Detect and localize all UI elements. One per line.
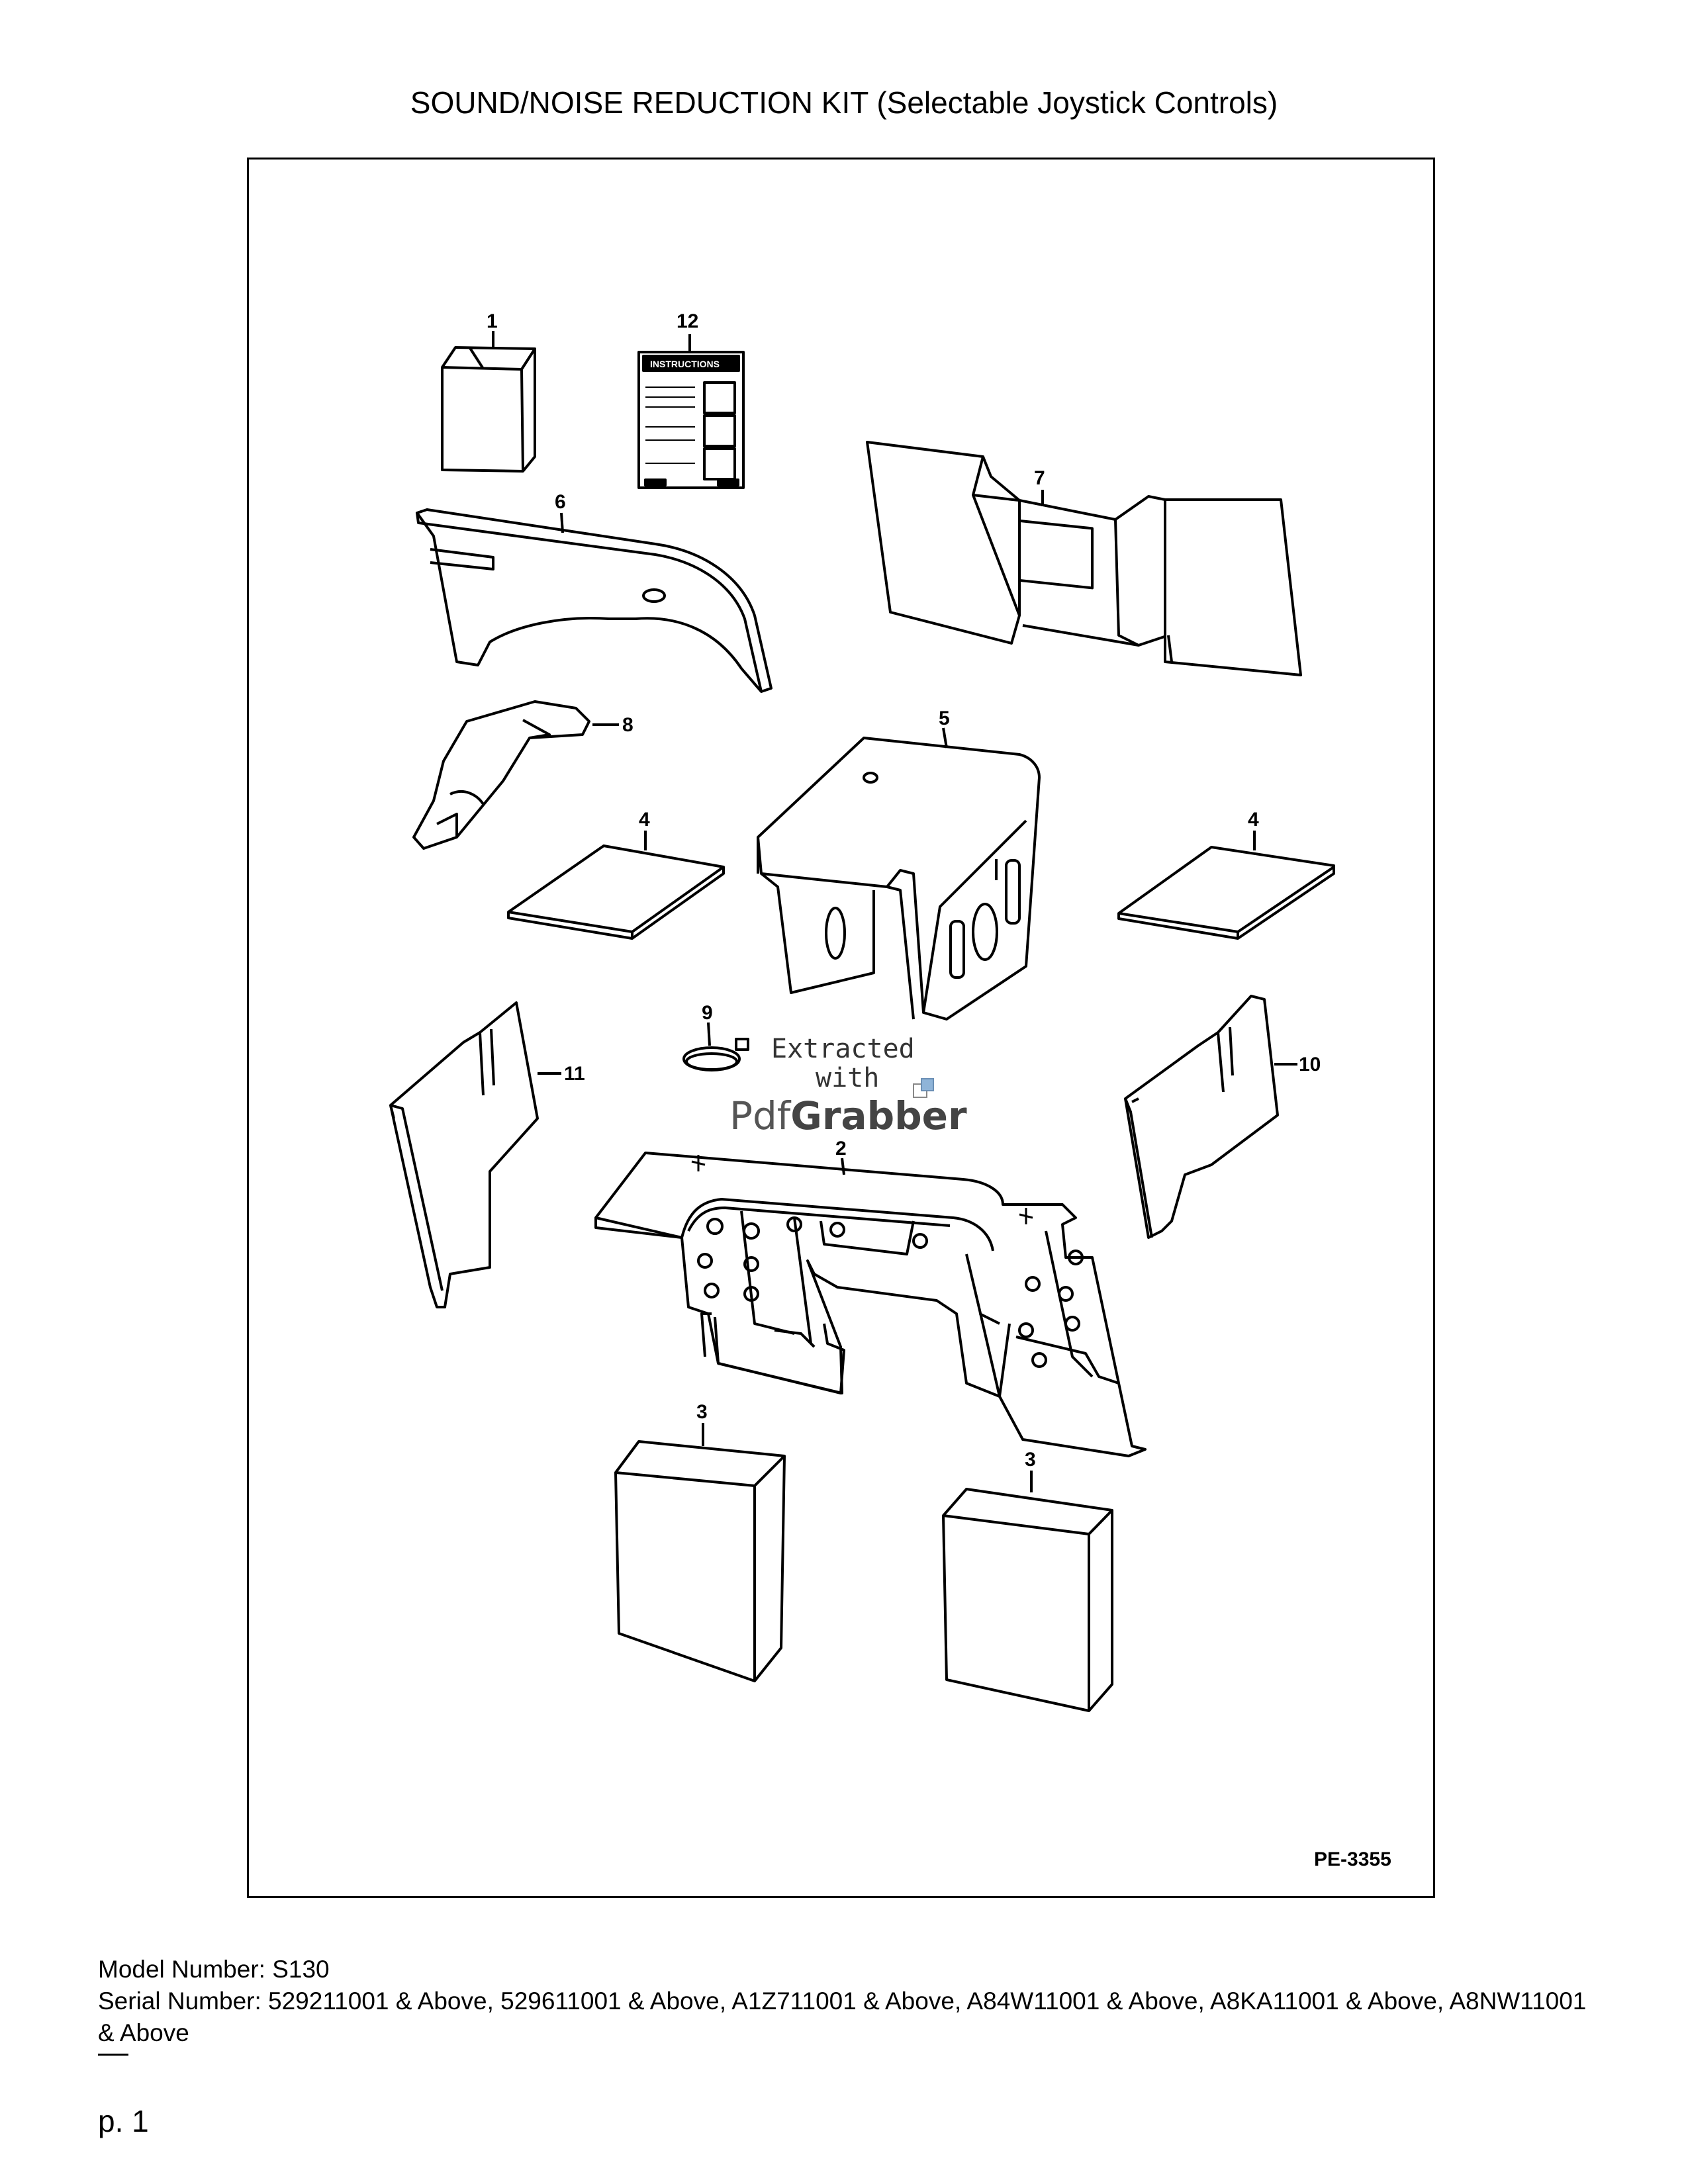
callout-3-left: 3 xyxy=(696,1401,708,1423)
watermark-brand-a: Pdf xyxy=(729,1093,791,1138)
model-number: Model Number: S130 xyxy=(98,1956,330,1983)
callout-4-left: 4 xyxy=(639,809,650,831)
part-6-curved-side-panel xyxy=(416,508,773,693)
callout-leader-6 xyxy=(560,512,564,533)
part-3-foam-block-left xyxy=(614,1440,786,1682)
callout-2: 2 xyxy=(835,1138,847,1160)
part-4-flat-pad-right xyxy=(1117,846,1335,940)
callout-10: 10 xyxy=(1299,1054,1321,1075)
watermark-brand: PdfGrabber xyxy=(729,1093,967,1138)
watermark-line-1: Extracted xyxy=(771,1034,915,1064)
part-11-left-panel xyxy=(389,1001,539,1308)
serial-numbers: Serial Number: 529211001 & Above, 529611… xyxy=(98,1987,1587,2046)
page-title: SOUND/NOISE REDUCTION KIT (Selectable Jo… xyxy=(410,85,1278,120)
callout-11: 11 xyxy=(564,1063,585,1085)
callout-4-right: 4 xyxy=(1248,809,1259,831)
part-12-instruction-sheet: INSTRUCTIONS xyxy=(637,351,745,489)
callout-8: 8 xyxy=(622,714,633,736)
callout-5: 5 xyxy=(939,707,950,729)
watermark-brand-b: Grabber xyxy=(790,1093,967,1138)
part-9-cable-tie xyxy=(682,1038,749,1071)
footer-details: Model Number: S130 Serial Number: 529211… xyxy=(98,1954,1594,2049)
callout-leader-9 xyxy=(707,1022,711,1046)
part-1-foam-block xyxy=(441,346,536,473)
part-4-flat-pad-left xyxy=(507,844,725,940)
watermark-line-2: with xyxy=(816,1063,880,1093)
callout-leader-5 xyxy=(942,727,948,749)
page-number: p. 1 xyxy=(98,2104,149,2138)
callout-3-right: 3 xyxy=(1025,1449,1036,1471)
callout-leader-2 xyxy=(841,1158,845,1175)
diagram-frame xyxy=(247,158,1435,1898)
callout-9: 9 xyxy=(702,1002,713,1024)
part-10-right-panel xyxy=(1124,995,1279,1239)
watermark-logo-icon xyxy=(913,1078,934,1098)
part-2-base-insulation xyxy=(594,1152,1147,1457)
instruction-sheet-label: INSTRUCTIONS xyxy=(650,359,720,369)
part-5-console-cover xyxy=(757,737,1041,1021)
figure-reference-code: PE-3355 xyxy=(1314,1848,1391,1870)
callout-12: 12 xyxy=(677,310,698,332)
part-3-foam-block-right xyxy=(942,1488,1113,1712)
footer-rule xyxy=(98,2054,128,2056)
part-8-bracket-piece xyxy=(412,700,590,850)
callout-6: 6 xyxy=(555,491,566,513)
callout-1: 1 xyxy=(487,310,498,332)
part-7-folded-panel xyxy=(866,441,1302,676)
callout-7: 7 xyxy=(1034,467,1045,489)
